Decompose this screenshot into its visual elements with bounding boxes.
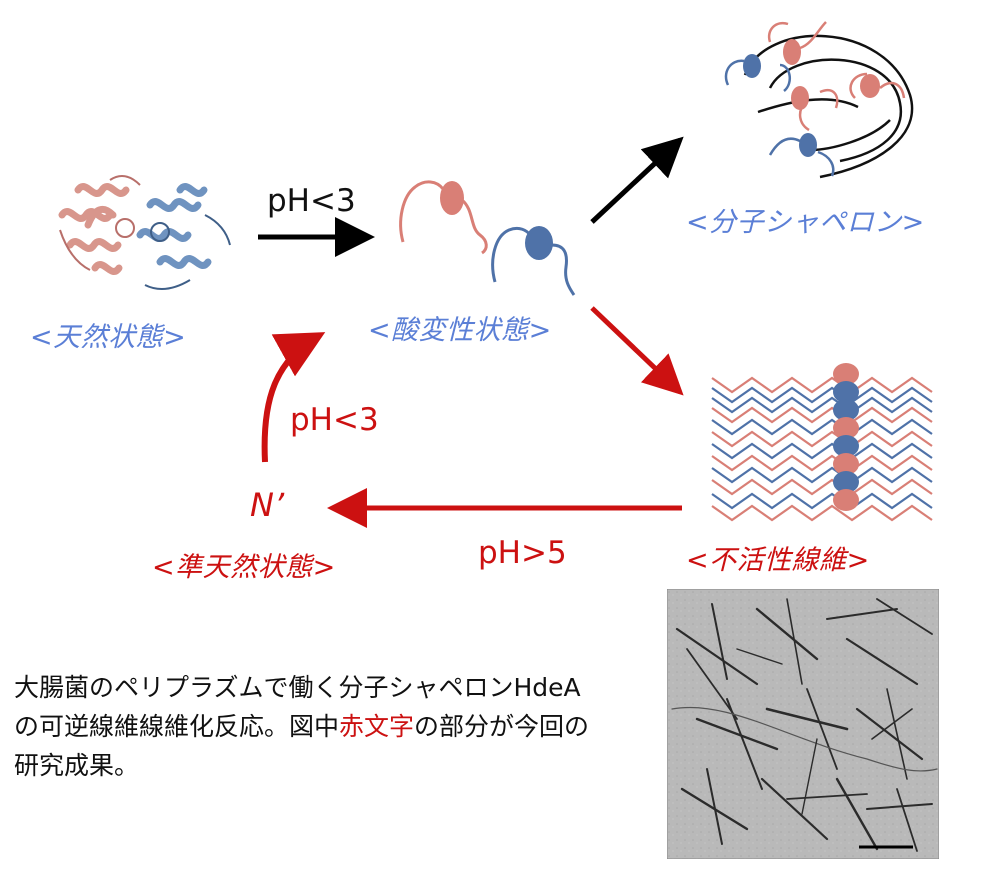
arrow-acid-to-fiber: [590, 306, 684, 396]
inactive-fiber: [711, 376, 933, 522]
acid-denatured-monomers: [399, 180, 576, 296]
condition-native-to-acid: pH<3: [267, 183, 356, 219]
label-acid-denatured-state: <酸変性状態>: [368, 315, 552, 346]
label-quasi-native-state: <準天然状態>: [152, 552, 336, 583]
condition-quasi-to-acid: pH<3: [290, 402, 379, 438]
label-inactive-fiber: <不活性線維>: [686, 545, 870, 576]
caption-main: 大腸菌のペリプラズムで働く分子シャペロンHdeAの可逆線維線維化反応。図中: [14, 673, 581, 741]
caption-tail: の部分が今回の研究成果。: [14, 712, 590, 780]
tem-micrograph: [667, 589, 939, 859]
caption-red-text: 赤文字: [339, 712, 415, 741]
condition-fiber-to-quasi: pH>5: [478, 535, 567, 571]
native-structure: [58, 175, 231, 290]
arrow-acid-to-chaperone: [590, 136, 684, 224]
arrow-quasi-native-to-acid: [261, 332, 326, 463]
fiber-core-stack: [833, 363, 859, 511]
label-chaperone: <分子シャペロン>: [686, 207, 925, 238]
figure-caption: 大腸菌のペリプラズムで働く分子シャペロンHdeAの可逆線維線維化反応。図中赤文字…: [14, 668, 594, 785]
label-native-state: <天然状態>: [30, 322, 187, 353]
chaperone-complex: [724, 21, 914, 179]
quasi-native-symbol: N’: [250, 486, 285, 524]
fibril-strands: [671, 598, 938, 852]
